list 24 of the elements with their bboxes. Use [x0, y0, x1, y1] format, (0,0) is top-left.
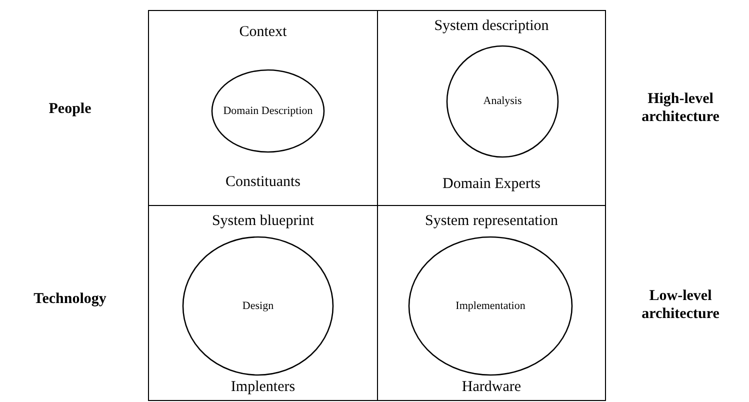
- quadrant-footer: Domain Experts: [442, 175, 540, 193]
- circle-label: Implementation: [456, 300, 526, 312]
- quadrant-footer: Hardware: [462, 378, 522, 396]
- circle-label: Domain Description: [223, 104, 313, 118]
- circle: [408, 236, 573, 376]
- quadrant-box: [148, 205, 378, 401]
- quadrant-heading: System representation: [425, 212, 558, 230]
- circle: [446, 45, 559, 158]
- quadrant-box: [377, 10, 606, 206]
- row-label: Low-level architecture: [640, 287, 720, 323]
- quadrant-heading: Context: [239, 23, 287, 41]
- circle: [211, 69, 325, 153]
- circle-label: Analysis: [483, 95, 522, 108]
- circle: [182, 236, 334, 376]
- row-label: People: [48, 100, 92, 118]
- row-label: Technology: [32, 290, 108, 308]
- row-label: High-level architecture: [640, 90, 720, 126]
- quadrant-heading: System blueprint: [212, 212, 314, 230]
- quadrant-box: [377, 205, 606, 401]
- quadrant-heading: System description: [434, 17, 549, 35]
- circle-label: Design: [242, 300, 274, 312]
- quadrant-footer: Constituants: [226, 173, 300, 191]
- quadrant-box: [148, 10, 378, 206]
- quadrant-footer: Implenters: [230, 378, 296, 396]
